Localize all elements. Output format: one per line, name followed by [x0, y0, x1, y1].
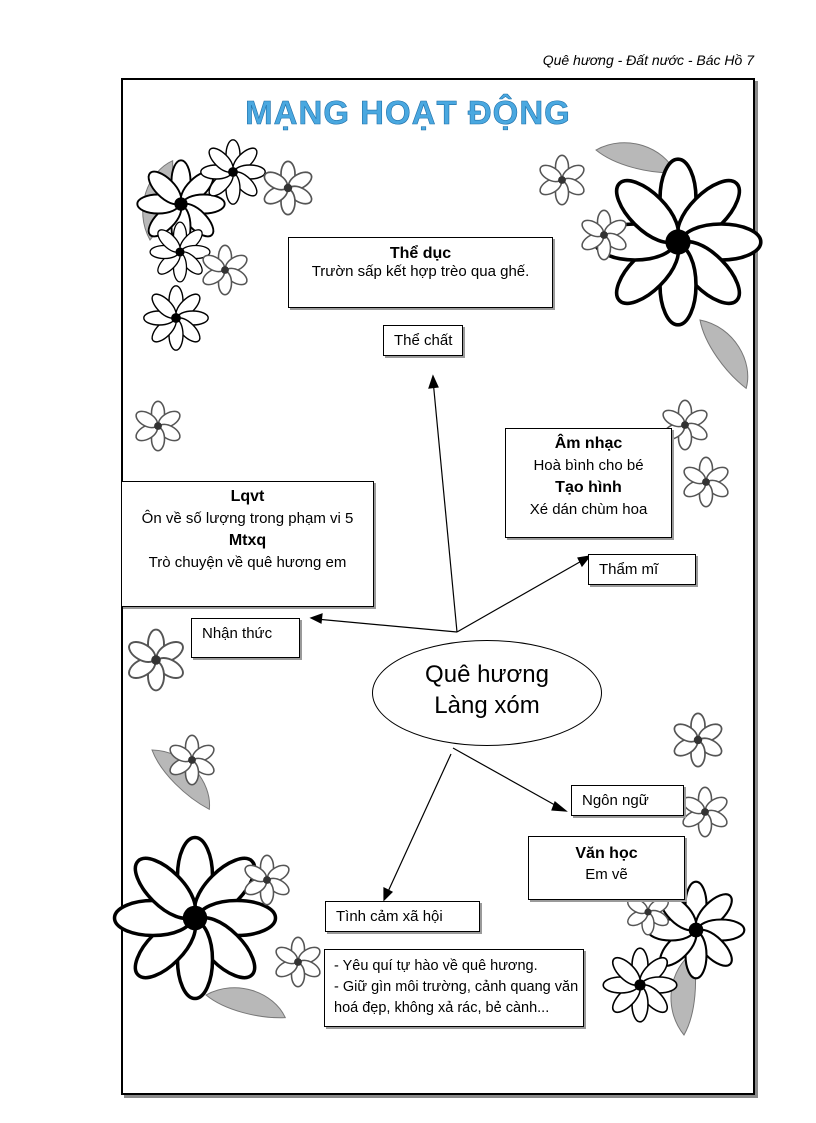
- the-duc-text: Trườn sấp kết hợp trèo qua ghế.: [311, 263, 530, 280]
- center-line-2: Làng xóm: [434, 692, 540, 719]
- tao-hinh-text: Xé dán chùm hoa: [529, 501, 648, 518]
- van-hoc-text: Em vẽ: [585, 866, 628, 883]
- lqvt-title: Lqvt: [230, 488, 265, 505]
- node-tinh-cam: Tình cảm xã hội: [325, 901, 480, 932]
- page-title: MẠNG HOẠT ĐỘNG: [245, 94, 571, 132]
- center-topic: Quê hương Làng xóm: [372, 640, 602, 746]
- node-the-chat: Thể chất: [383, 325, 464, 356]
- am-nhac-title: Âm nhạc: [554, 435, 623, 452]
- lqvt-text: Ôn về số lượng trong phạm vi 5: [141, 510, 354, 527]
- mtxq-title: Mtxq: [228, 532, 267, 549]
- node-tham-mi: Thẩm mĩ: [588, 554, 696, 585]
- mtxq-text: Trò chuyện về quê hương em: [148, 554, 347, 571]
- center-line-1: Quê hương: [425, 661, 549, 688]
- page-header: Quê hương - Đất nước - Bác Hồ 7: [542, 52, 754, 68]
- tao-hinh-title: Tạo hình: [555, 479, 622, 496]
- the-duc-title: Thể dục: [389, 245, 452, 262]
- the-duc-box: Thể dục Trườn sấp kết hợp trèo qua ghế.: [288, 237, 553, 308]
- tinh-cam-line-3: hoá đẹp, không xả rác, bẻ cành...: [334, 1000, 550, 1016]
- van-hoc-title: Văn học: [575, 845, 638, 862]
- am-nhac-box: Âm nhạc Hoà bình cho bé Tạo hình Xé dán …: [505, 428, 672, 538]
- node-nhan-thuc: Nhận thức: [191, 618, 300, 658]
- tinh-cam-detail-box: - Yêu quí tự hào về quê hương. - Giữ gìn…: [324, 949, 584, 1027]
- node-ngon-ngu: Ngôn ngữ: [571, 785, 684, 816]
- am-nhac-text: Hoà bình cho bé: [533, 457, 644, 474]
- van-hoc-box: Văn học Em vẽ: [528, 836, 685, 900]
- tinh-cam-line-1: - Yêu quí tự hào về quê hương.: [334, 958, 538, 974]
- lqvt-box: Lqvt Ôn về số lượng trong phạm vi 5 Mtxq…: [121, 481, 374, 607]
- tinh-cam-line-2: - Giữ gìn môi trường, cảnh quang văn: [334, 979, 579, 995]
